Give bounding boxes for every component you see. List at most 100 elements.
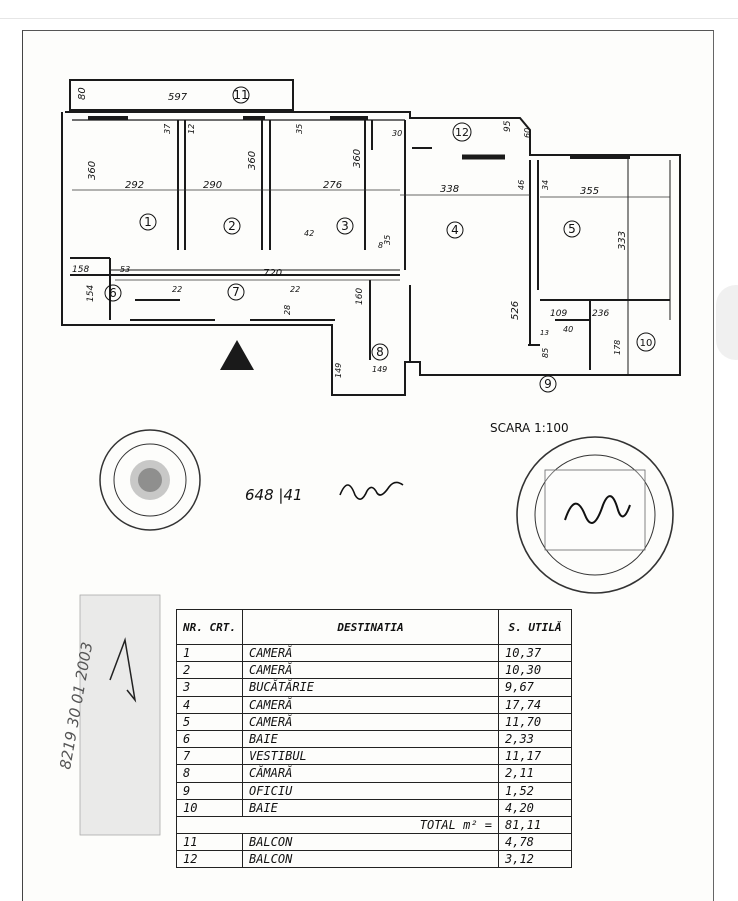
- dim-label: 236: [592, 309, 609, 319]
- apartment-outline: [61, 111, 681, 396]
- dim-label: 333: [617, 231, 628, 250]
- dim-label: 178: [613, 340, 622, 355]
- svg-text:3: 3: [341, 219, 349, 233]
- dim-label: 158: [72, 265, 89, 275]
- dim-label: 85: [541, 348, 550, 358]
- dim-label: 720: [263, 268, 282, 279]
- dim-label: 12: [187, 124, 196, 134]
- header-suprafata: S. UTILĂ: [498, 609, 572, 645]
- total-value: 81,11: [498, 815, 572, 835]
- viewer-top-bar: [0, 0, 738, 19]
- room-10-label: 10: [636, 332, 656, 352]
- room-4-label: 4: [446, 221, 464, 239]
- side-stamp: 8219 30 01 2003: [56, 594, 161, 836]
- header-nr: NR. CRT.: [176, 609, 243, 645]
- dim-label: 46: [517, 180, 526, 190]
- dimension-lines: [72, 189, 670, 281]
- svg-text:4: 4: [451, 223, 459, 237]
- floor-plan: 1 2 3 4 5 6 7 8 9 10 11 12 597 80 360 29…: [61, 79, 681, 594]
- dim-label: 149: [372, 365, 387, 374]
- dim-label: 30: [392, 129, 402, 138]
- dim-label: 292: [125, 180, 144, 191]
- room-2-label: 2: [223, 217, 241, 235]
- dim-label: 40: [563, 325, 573, 334]
- room-6-label: 6: [104, 284, 122, 302]
- dim-label: 8: [378, 241, 383, 250]
- dim-label: 22: [290, 285, 300, 294]
- dim-label: 597: [168, 92, 188, 103]
- dim-label: 109: [550, 309, 567, 319]
- balcony-11-outline: [69, 79, 294, 111]
- room-3-label: 3: [336, 217, 354, 235]
- scroll-handle[interactable]: [716, 285, 738, 360]
- svg-text:10: 10: [640, 338, 653, 349]
- signature-mark: [339, 481, 404, 500]
- room-5-label: 5: [563, 220, 581, 238]
- dim-label: 42: [304, 229, 314, 238]
- room-12-label: 12: [452, 122, 472, 142]
- scale-label: SCARA 1:100: [490, 421, 569, 435]
- dim-label: 360: [87, 161, 98, 180]
- dim-label: 35: [295, 124, 304, 134]
- dim-label: 360: [352, 149, 363, 168]
- table-total-row: TOTAL m² = 81,11: [176, 815, 572, 835]
- table-header-row: NR. CRT. DESTINATIA S. UTILĂ: [176, 609, 572, 645]
- svg-text:8: 8: [376, 345, 384, 359]
- handwritten-number: 648 |41: [245, 486, 303, 504]
- svg-text:7: 7: [232, 285, 240, 299]
- dim-label: 355: [580, 186, 599, 197]
- dim-label: 22: [172, 285, 182, 294]
- svg-text:11: 11: [233, 88, 248, 102]
- dimension-labels: 597 80 360 292 290 360 276 360 338 355 7…: [72, 87, 628, 378]
- dim-label: 13: [540, 329, 549, 337]
- room-7-label: 7: [227, 283, 245, 301]
- room-8-label: 8: [371, 343, 389, 361]
- dim-label: 60: [523, 128, 532, 138]
- right-stamp: [516, 436, 674, 594]
- plan-walls: [61, 79, 681, 396]
- dim-label: 37: [163, 123, 172, 134]
- dim-label: 160: [355, 288, 365, 305]
- room-1-label: 1: [139, 213, 157, 231]
- dim-label: 149: [334, 363, 343, 378]
- svg-text:5: 5: [568, 222, 576, 236]
- dim-label: 34: [541, 180, 550, 190]
- dim-label: 80: [77, 87, 88, 100]
- side-signature: [109, 637, 137, 703]
- room-9-label: 9: [539, 375, 557, 393]
- entrance-marker: [220, 340, 254, 370]
- svg-text:9: 9: [544, 377, 552, 391]
- dim-label: 526: [510, 301, 521, 320]
- left-stamp: [99, 429, 201, 531]
- total-label: TOTAL m² =: [176, 815, 499, 835]
- dim-label: 28: [283, 305, 292, 315]
- room-labels: 1 2 3 4 5 6 7 8 9 10 11 12: [104, 86, 656, 393]
- dim-label: 338: [440, 184, 459, 195]
- dim-label: 290: [203, 180, 222, 191]
- room-11-label: 11: [232, 86, 250, 104]
- dim-label: 35: [383, 235, 392, 245]
- svg-text:12: 12: [455, 126, 469, 139]
- dim-label: 53: [120, 265, 130, 274]
- dim-label: 154: [86, 285, 96, 302]
- svg-text:1: 1: [144, 215, 152, 229]
- dim-label: 360: [247, 151, 258, 170]
- svg-text:6: 6: [109, 286, 117, 300]
- svg-text:2: 2: [228, 219, 236, 233]
- dim-label: 276: [323, 180, 342, 191]
- header-destinatia: DESTINATIA: [241, 609, 500, 645]
- dim-label: 95: [503, 120, 513, 132]
